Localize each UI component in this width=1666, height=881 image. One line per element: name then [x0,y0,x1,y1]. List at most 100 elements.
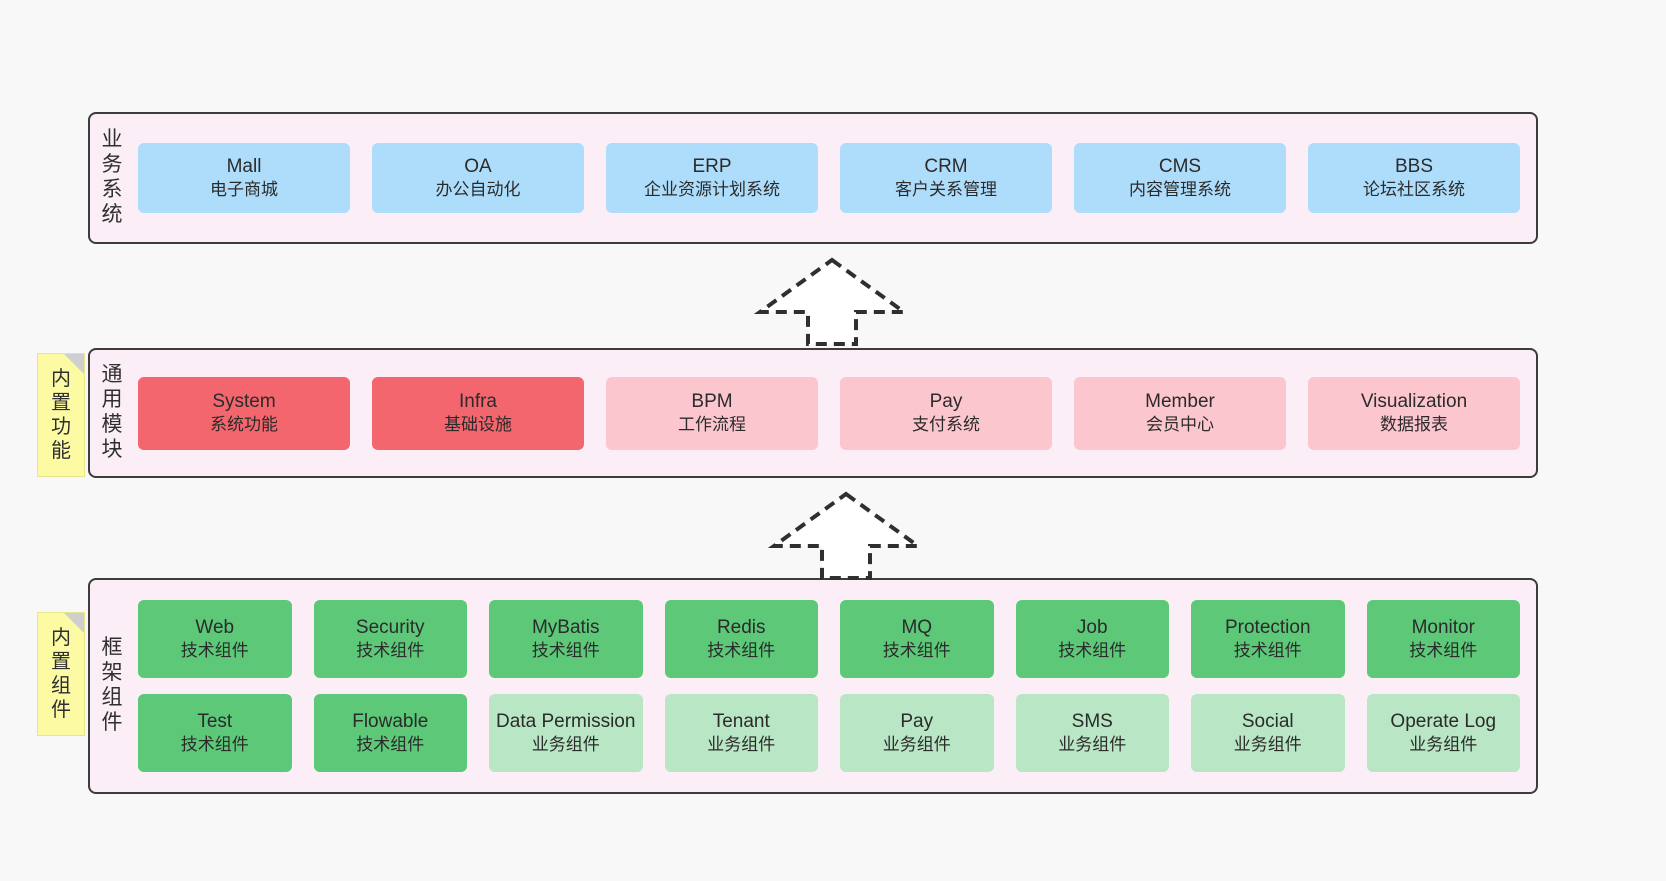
card-bpm[interactable]: BPM 工作流程 [606,376,818,450]
card-subtitle: 客户关系管理 [895,180,997,200]
card-grid-framework: Web 技术组件 Security 技术组件 MyBatis 技术组件 Redi… [134,580,1536,792]
note-char: 功 [51,416,71,438]
card-member[interactable]: Member 会员中心 [1074,376,1286,450]
card-subtitle: 技术组件 [531,641,600,661]
card-title: Redis [716,616,766,638]
card-pay-component[interactable]: Pay 业务组件 [840,694,994,772]
card-title: Pay [900,710,934,732]
card-mybatis[interactable]: MyBatis 技术组件 [489,600,643,678]
card-subtitle: 论坛社区系统 [1363,180,1465,200]
card-title: Visualization [1360,390,1468,412]
card-title: CMS [1158,155,1202,177]
note-char: 内 [51,368,71,390]
card-title: Member [1145,390,1215,412]
card-subtitle: 电子商城 [210,180,278,200]
card-title: System [212,390,276,412]
card-subtitle: 业务组件 [707,735,776,755]
card-flowable[interactable]: Flowable 技术组件 [313,694,467,772]
card-subtitle: 技术组件 [1409,641,1478,661]
note-char: 置 [51,392,71,414]
card-subtitle: 业务组件 [1058,735,1127,755]
layer-title-char: 务 [101,153,123,177]
card-subtitle: 基础设施 [444,415,512,435]
card-subtitle: 业务组件 [882,735,951,755]
card-protection[interactable]: Protection 技术组件 [1191,600,1345,678]
card-subtitle: 业务组件 [531,735,600,755]
card-subtitle: 技术组件 [882,641,951,661]
card-subtitle: 业务组件 [1233,735,1302,755]
card-web[interactable]: Web 技术组件 [138,600,292,678]
card-subtitle: 办公自动化 [435,180,521,200]
card-social[interactable]: Social 业务组件 [1191,694,1345,772]
note-char: 件 [51,699,71,721]
card-title: BPM [691,390,733,412]
card-title: Social [1241,710,1294,732]
card-title: Job [1076,616,1108,638]
arrow-build [753,257,911,346]
layer-title-char: 业 [101,128,123,152]
card-crm[interactable]: CRM 客户关系管理 [840,143,1052,213]
layer-title-char: 组 [101,686,123,709]
card-subtitle: 工作流程 [678,415,746,435]
card-subtitle: 系统功能 [210,415,278,435]
note-char: 能 [51,440,71,462]
card-row: Test 技术组件 Flowable 技术组件 Data Permission … [138,694,1520,772]
card-grid-business: Mall 电子商城 OA 办公自动化 ERP 企业资源计划系统 CRM 客户关系… [134,114,1536,242]
card-title: Mall [226,155,262,177]
card-title: Protection [1224,616,1311,638]
card-title: Operate Log [1390,710,1497,732]
card-oa[interactable]: OA 办公自动化 [372,143,584,213]
note-char: 组 [51,675,71,697]
layer-title-char: 件 [101,710,123,734]
card-subtitle: 技术组件 [180,735,249,755]
card-title: Infra [458,390,498,412]
card-title: Flowable [352,710,429,732]
card-title: CRM [924,155,968,177]
card-subtitle: 技术组件 [1058,641,1127,661]
card-mall[interactable]: Mall 电子商城 [138,143,350,213]
card-redis[interactable]: Redis 技术组件 [664,600,818,678]
card-row: System 系统功能 Infra 基础设施 BPM 工作流程 Pay 支付系统… [138,376,1520,450]
card-title: Test [197,710,233,732]
note-builtin-component: 内 置 组 件 [37,612,85,736]
card-tenant[interactable]: Tenant 业务组件 [664,694,818,772]
card-test[interactable]: Test 技术组件 [138,694,292,772]
card-monitor[interactable]: Monitor 技术组件 [1366,600,1520,678]
card-subtitle: 企业资源计划系统 [644,180,780,200]
arrow-implement [767,491,925,580]
card-title: Tenant [712,710,770,732]
card-erp[interactable]: ERP 企业资源计划系统 [606,143,818,213]
card-subtitle: 支付系统 [912,415,980,435]
card-sms[interactable]: SMS 业务组件 [1015,694,1169,772]
card-infra[interactable]: Infra 基础设施 [372,376,584,450]
card-subtitle: 技术组件 [356,735,425,755]
card-system[interactable]: System 系统功能 [138,376,350,450]
card-subtitle: 内容管理系统 [1129,180,1231,200]
layer-business-system: 业 务 系 统 Mall 电子商城 OA 办公自动化 ERP 企业资源计划系统 [88,112,1538,244]
card-row: Mall 电子商城 OA 办公自动化 ERP 企业资源计划系统 CRM 客户关系… [138,143,1520,213]
card-job[interactable]: Job 技术组件 [1015,600,1169,678]
card-visualization[interactable]: Visualization 数据报表 [1308,376,1520,450]
card-mq[interactable]: MQ 技术组件 [840,600,994,678]
card-operate-log[interactable]: Operate Log 业务组件 [1366,694,1520,772]
card-subtitle: 技术组件 [180,641,249,661]
layer-title-char: 模 [101,413,123,436]
card-title: Security [355,616,425,638]
card-title: ERP [692,155,732,177]
card-title: MQ [901,616,933,638]
card-data-permission[interactable]: Data Permission 业务组件 [489,694,643,772]
layer-title-common: 通 用 模 块 [90,350,134,476]
card-security[interactable]: Security 技术组件 [313,600,467,678]
card-subtitle: 数据报表 [1380,415,1448,435]
layer-title-char: 系 [101,178,123,201]
card-subtitle: 技术组件 [1233,641,1302,661]
card-bbs[interactable]: BBS 论坛社区系统 [1308,143,1520,213]
card-title: Monitor [1411,616,1475,638]
card-title: Pay [929,390,963,412]
card-title: MyBatis [531,616,600,638]
card-pay[interactable]: Pay 支付系统 [840,376,1052,450]
card-cms[interactable]: CMS 内容管理系统 [1074,143,1286,213]
layer-title-char: 通 [101,363,123,387]
card-title: Data Permission [496,710,636,732]
